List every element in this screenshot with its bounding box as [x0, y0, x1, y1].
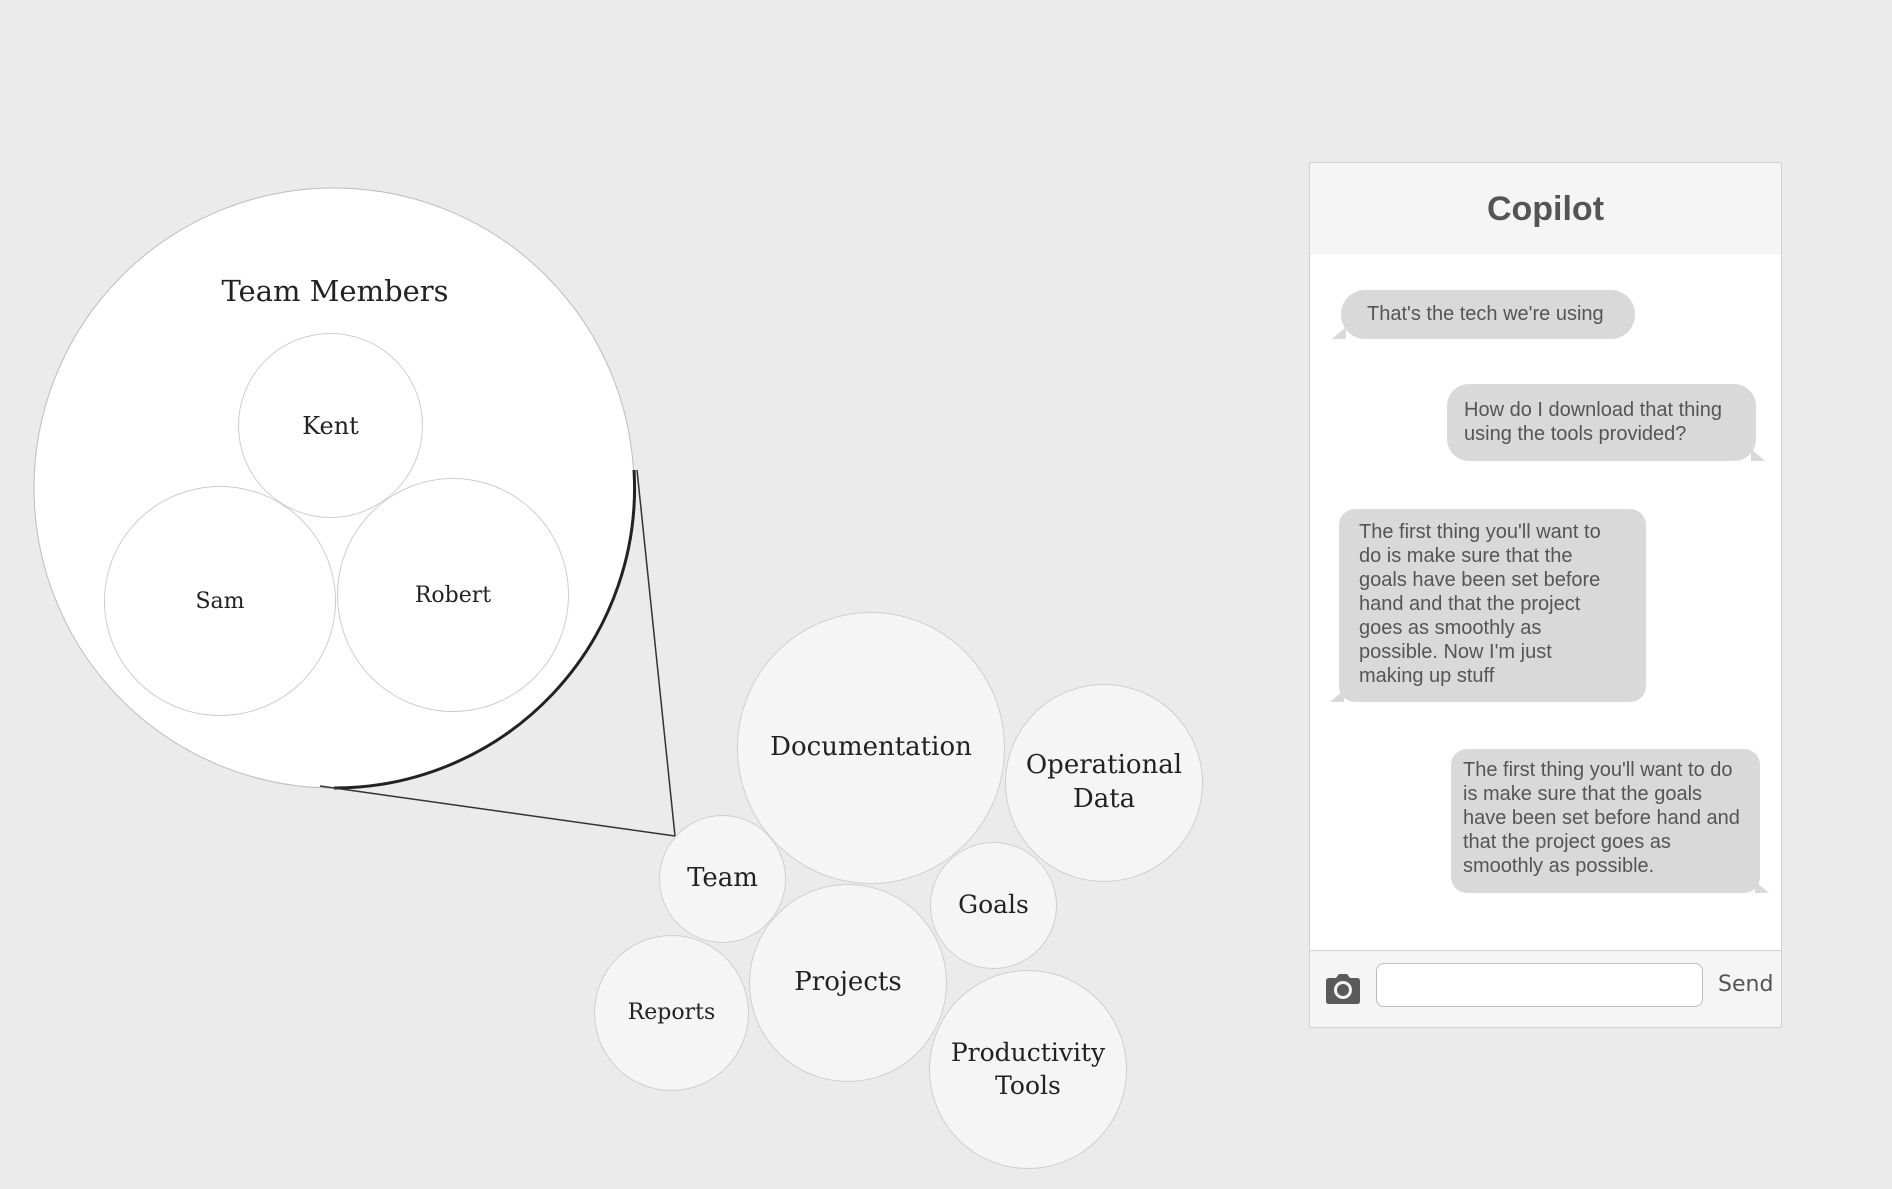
bubble-operational-data[interactable]: Operational Data — [1005, 684, 1203, 882]
bubble-reports[interactable]: Reports — [594, 935, 749, 1091]
member-robert-label: Robert — [414, 582, 492, 608]
member-robert[interactable]: Robert — [337, 478, 569, 712]
bubble-productivity-tools-line1: Productivity — [950, 1038, 1106, 1067]
chat-input-bar: Send — [1310, 950, 1781, 1027]
copilot-panel: Copilot That's the tech we're using How … — [1309, 162, 1782, 1028]
bubble-documentation[interactable]: Documentation — [737, 612, 1005, 884]
send-button[interactable]: Send — [1714, 970, 1777, 1000]
zoom-title: Team Members — [221, 274, 449, 308]
bubble-goals-label: Goals — [958, 890, 1029, 920]
chat-input[interactable] — [1376, 963, 1703, 1007]
bubble-projects[interactable]: Projects — [749, 884, 947, 1082]
chat-message: The first thing you'll want to do is mak… — [1330, 509, 1646, 702]
chat-messages[interactable]: That's the tech we're using How do I dow… — [1310, 255, 1781, 951]
bubble-operational-data-line2: Data — [1072, 784, 1136, 814]
camera-icon[interactable] — [1324, 970, 1362, 1008]
bubble-goals[interactable]: Goals — [930, 842, 1057, 969]
bubble-reports-label: Reports — [627, 999, 716, 1025]
copilot-title: Copilot — [1486, 189, 1605, 228]
bubble-operational-data-line1: Operational — [1025, 750, 1183, 781]
chat-message: That's the tech we're using — [1332, 290, 1635, 339]
bubble-team[interactable]: Team — [659, 815, 786, 943]
bubble-documentation-label: Documentation — [770, 732, 972, 763]
member-kent[interactable]: Kent — [238, 333, 423, 518]
bubble-productivity-tools-line2: Tools — [995, 1070, 1061, 1100]
member-kent-label: Kent — [302, 411, 359, 440]
bubble-projects-label: Projects — [794, 967, 902, 998]
bubble-team-label: Team — [687, 863, 758, 894]
chat-message: The first thing you'll want to do is mak… — [1451, 749, 1769, 893]
bubble-productivity-tools[interactable]: Productivity Tools — [929, 970, 1127, 1169]
member-sam[interactable]: Sam — [104, 486, 336, 716]
chat-message: How do I download that thing using the t… — [1447, 384, 1765, 461]
copilot-header: Copilot — [1310, 163, 1781, 255]
member-sam-label: Sam — [195, 588, 245, 614]
